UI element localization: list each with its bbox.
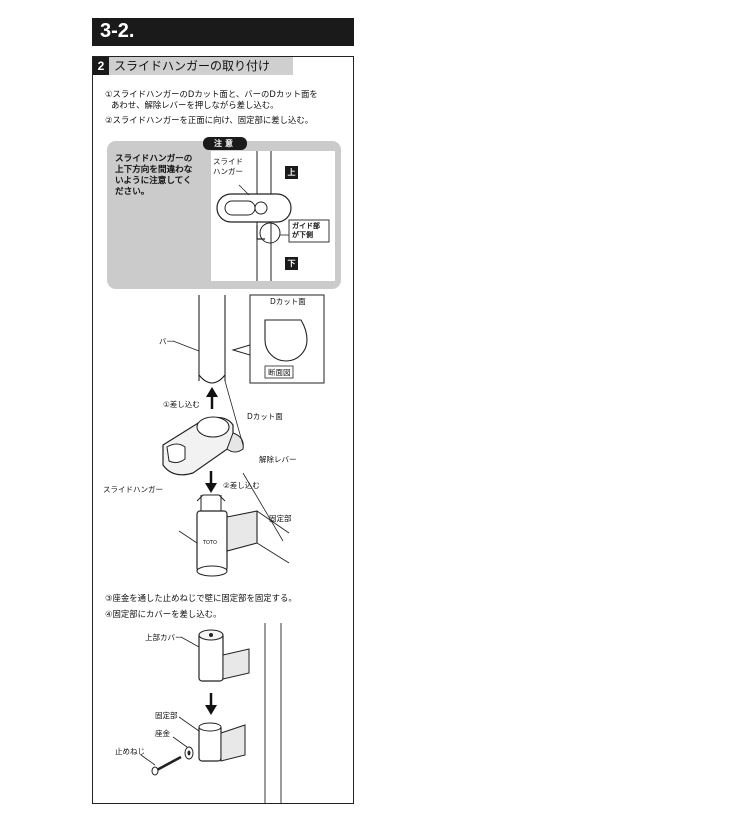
caution-hanger-drawing	[216, 151, 330, 281]
assembly-figure-1	[162, 294, 325, 577]
instruction-step1-line2: あわせ、解除レバーを押しながら差し込む。	[111, 100, 279, 110]
section-step-number: 2	[93, 57, 109, 75]
caution-hanger-label-line2: ハンガー	[213, 167, 243, 176]
fixed-part-label-2: 固定部	[155, 711, 178, 720]
d-cut-label: Dカット面	[247, 412, 283, 421]
instruction-step3: ③座金を通した止めねじで壁に固定部を固定する。	[105, 593, 297, 603]
instruction-step2: ②スライドハンガーを正面に向け、固定部に差し込む。	[105, 115, 314, 125]
upper-cover-label: 上部カバー	[145, 633, 183, 642]
d-cut-top-label: Dカット面	[270, 297, 306, 306]
caution-illustration: スライド ハンガー 上 下 ガイド部 が下側	[211, 151, 335, 281]
assembly-figure-2	[140, 623, 282, 803]
instruction-step4: ④固定部にカバーを差し込む。	[105, 609, 222, 619]
fixed-part-label: 固定部	[269, 514, 292, 523]
caution-text-line: いように注意してく	[115, 176, 192, 186]
down-direction-badge: 下	[285, 257, 298, 270]
brand-mark: TOTO	[203, 540, 217, 546]
caution-label: 注意	[203, 137, 247, 150]
insert-1-label: ①差し込む	[163, 400, 200, 409]
caution-box: 注意 スライドハンガーの 上下方向を間違わな いように注意してく ださい。 スラ…	[107, 137, 341, 289]
insert-2-label: ②差し込む	[223, 481, 260, 490]
instruction-step1-line1: ①スライドハンガーのDカット面と、バーのDカット面を	[105, 89, 318, 99]
bar-label: バー	[159, 337, 174, 346]
page-header-bar: 3-2.	[92, 18, 354, 46]
guide-label-line2: が下側	[292, 231, 313, 239]
release-lever-label: 解除レバー	[259, 455, 297, 464]
washer-label: 座金	[155, 729, 170, 738]
guide-label-line1: ガイド部	[292, 222, 320, 230]
caution-hanger-label-line1: スライド	[213, 157, 243, 166]
up-direction-badge: 上	[285, 166, 298, 179]
cross-section-label: 断面図	[268, 368, 291, 377]
caution-text-line: ださい。	[115, 187, 150, 197]
caution-text-line: スライドハンガーの	[115, 154, 193, 164]
section-title: スライドハンガーの取り付け	[114, 59, 271, 73]
instruction-panel: 2 スライドハンガーの取り付け ①スライドハンガーのDカット面と、バーのDカット…	[92, 56, 354, 804]
section-number-heading: 3-2.	[100, 20, 135, 42]
slide-hanger-label: スライドハンガー	[103, 485, 163, 494]
caution-text: スライドハンガーの 上下方向を間違わな いように注意してく ださい。	[115, 154, 211, 198]
caution-text-line: 上下方向を間違わな	[115, 165, 193, 175]
section-heading: 2 スライドハンガーの取り付け	[93, 57, 293, 75]
screw-label: 止めねじ	[115, 747, 145, 756]
